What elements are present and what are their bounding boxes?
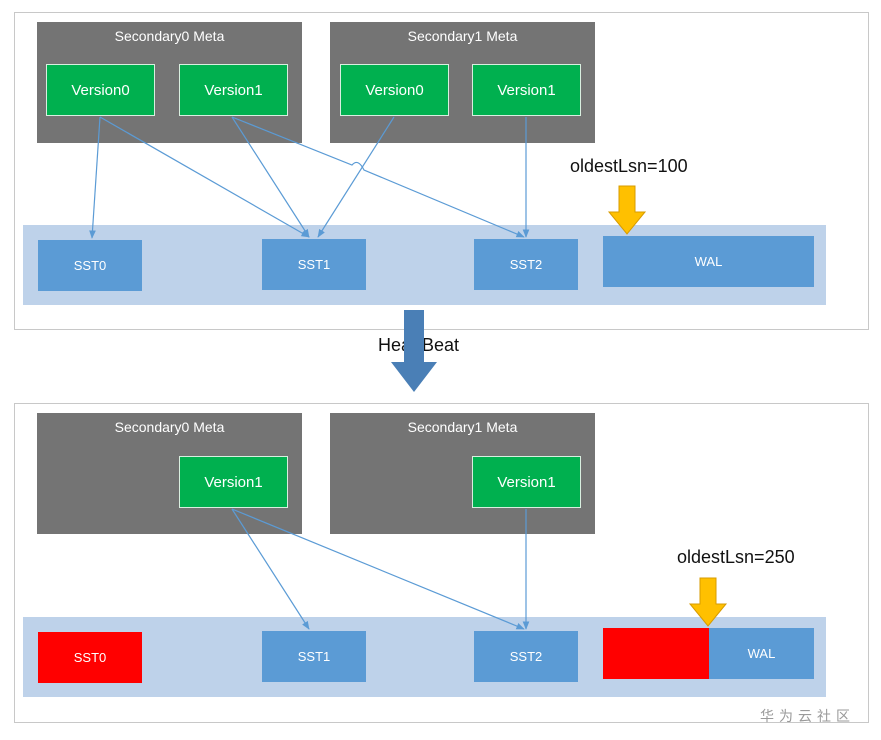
wal-truncated-segment bbox=[603, 628, 709, 679]
secondary0-version1-after: Version1 bbox=[179, 456, 288, 508]
secondary0-meta-title: Secondary0 Meta bbox=[114, 419, 225, 435]
secondary0-meta-title: Secondary0 Meta bbox=[114, 28, 225, 44]
sst2-after: SST2 bbox=[474, 631, 578, 682]
wal-before: WAL bbox=[603, 236, 814, 287]
oldest-lsn-label-after: oldestLsn=250 bbox=[677, 547, 795, 567]
watermark: 华为云社区 bbox=[760, 708, 855, 724]
sst0-before: SST0 bbox=[38, 240, 142, 291]
sst1-after: SST1 bbox=[262, 631, 366, 682]
secondary1-meta-title: Secondary1 Meta bbox=[407, 419, 518, 435]
wal-after: WAL bbox=[709, 628, 814, 679]
sst2-before: SST2 bbox=[474, 239, 578, 290]
secondary1-meta-title: Secondary1 Meta bbox=[407, 28, 518, 44]
secondary1-version1-before: Version1 bbox=[472, 64, 581, 116]
secondary0-version1-before: Version1 bbox=[179, 64, 288, 116]
secondary0-version0-before: Version0 bbox=[46, 64, 155, 116]
heartbeat-label: HeartBeat bbox=[378, 335, 460, 355]
sst1-before: SST1 bbox=[262, 239, 366, 290]
oldest-lsn-label-before: oldestLsn=100 bbox=[570, 156, 688, 176]
secondary1-version0-before: Version0 bbox=[340, 64, 449, 116]
secondary1-version1-after: Version1 bbox=[472, 456, 581, 508]
sst0-after-removed: SST0 bbox=[38, 632, 142, 683]
